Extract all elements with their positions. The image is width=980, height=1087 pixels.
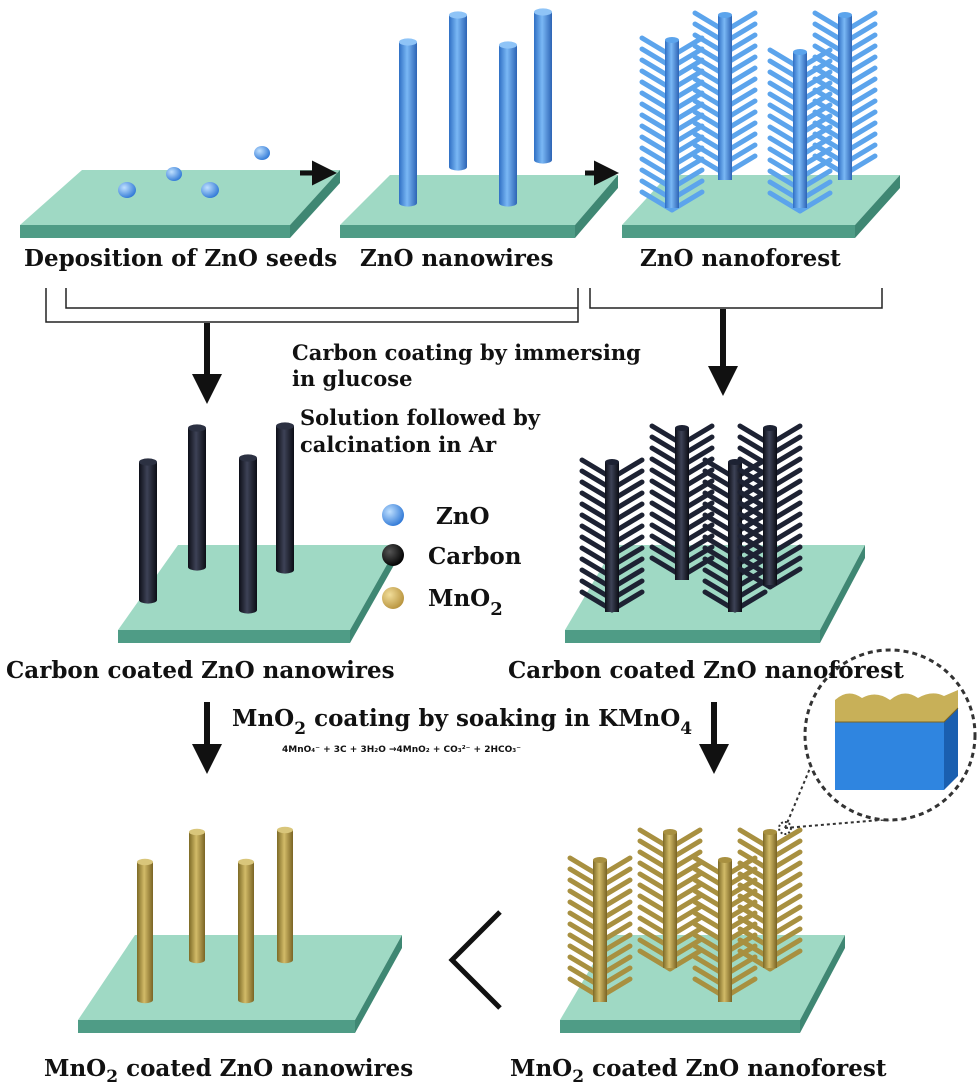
nanoforest-tree-1 [639,35,705,213]
nanoforest-tree-3 [702,457,768,613]
nanoforest-tree-2 [637,827,703,972]
label-equation: 4MnO₄⁻ + 3C + 3H₂O →4MnO₂ + CO₃²⁻ + 2HCO… [282,745,521,755]
nanowire-1 [399,38,417,207]
legend-carbon-label: Carbon [428,543,522,570]
nanowire-2 [188,424,206,571]
label-mno2-nanowires: MnO2 coated ZnO nanowires [44,1055,413,1087]
nanoforest-tree-4 [737,827,803,972]
zoom-inset [778,648,977,835]
nanowire-3 [238,858,254,1004]
label-carbon-step-4: calcination in Ar [300,432,497,457]
nanowire-1 [137,858,153,1004]
nanoforest-tree-3 [692,855,758,1002]
zno-seeds [118,146,270,198]
nanowire-4 [534,8,552,164]
label-mno2-step: MnO2 coating by soaking in KMnO4 [232,705,692,739]
substrate-nanowires [340,175,618,238]
legend-zno-label: ZnO [436,503,490,530]
label-carbon-step-3: Solution followed by [300,405,541,430]
bracket-left [45,288,883,323]
label-carbon-nanoforest: Carbon coated ZnO nanoforest [508,657,904,684]
carbon-nanoforest [579,423,803,613]
nanoforest-tree-1 [579,457,645,613]
label-nanowires: ZnO nanowires [360,245,553,272]
label-mno2-nanoforest: MnO2 coated ZnO nanoforest [510,1055,887,1087]
carbon-nanowires [139,422,294,614]
zno-nanowires [399,8,552,207]
nanoforest-tree-4 [812,10,878,180]
label-seeds: Deposition of ZnO seeds [24,245,337,272]
nanowire-3 [499,41,517,207]
substrate-carbon-nanowires [118,545,398,643]
zno-nanoforest [639,10,878,214]
label-carbon-step-1: Carbon coating by immersing [292,340,641,365]
nanowire-4 [276,422,294,574]
label-carbon-step-2: in glucose [292,366,412,391]
nanowire-3 [239,454,257,614]
nanowire-4 [277,826,293,964]
legend-mno2-icon [382,587,404,609]
substrate-seeds [20,170,340,238]
legend: ZnO Carbon MnO2 [382,503,522,620]
legend-zno-icon [382,504,404,526]
label-carbon-nanowires: Carbon coated ZnO nanowires [6,657,395,684]
legend-mno2-label: MnO2 [428,585,503,620]
legend-carbon-icon [382,544,404,566]
nanowire-2 [449,11,467,171]
label-nanoforest: ZnO nanoforest [640,245,841,272]
mno2-nanoforest [567,827,803,1002]
nanoforest-tree-4 [737,423,803,590]
nanowire-2 [189,828,205,964]
arrow-left-chevron [448,910,502,1010]
nanoforest-tree-1 [567,855,633,1002]
mno2-nanowires [137,826,293,1004]
nanowire-1 [139,458,157,604]
nanoforest-tree-2 [692,10,758,180]
